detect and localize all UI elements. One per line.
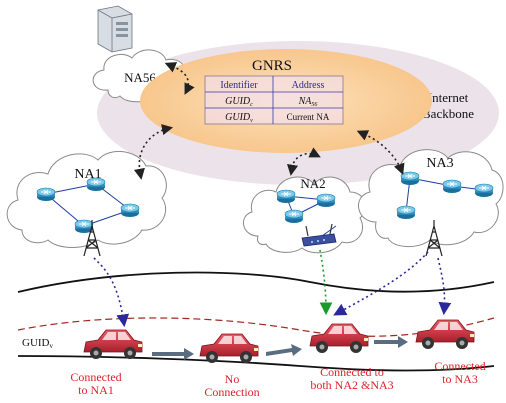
caption-2-line2: Connection — [204, 385, 259, 399]
router-icon — [396, 205, 416, 220]
table-row-1-identifier: GUIDc — [225, 96, 253, 108]
car-icon — [309, 323, 369, 354]
caption-2-line1: No — [225, 372, 240, 386]
router-icon — [276, 189, 296, 204]
na2-label: NA2 — [300, 176, 325, 191]
router-icon — [316, 193, 336, 208]
router-icon — [400, 171, 420, 186]
router-icon — [442, 179, 462, 194]
caption-4-line1: Connected — [434, 359, 485, 373]
vehicle-guid-label: GUIDv — [22, 337, 54, 350]
router-icon — [120, 203, 140, 218]
wireless-access-point-icon — [301, 223, 337, 247]
car-icon — [83, 329, 143, 360]
caption-3-line1: Connected to — [320, 365, 384, 379]
na3-label: NA3 — [426, 156, 453, 171]
na56-label: NA56 — [124, 70, 156, 85]
car-icon — [199, 333, 259, 364]
router-icon — [36, 187, 56, 202]
table-header-identifier: Identifier — [220, 80, 258, 91]
caption-1-line2: to NA1 — [78, 383, 114, 397]
arrow-right-icon — [152, 348, 194, 360]
router-icon — [284, 209, 304, 224]
table-row-2-address: Current NA — [287, 112, 330, 122]
gnrs-links — [133, 62, 405, 180]
backbone-label-line1: Internet — [428, 90, 469, 105]
road-bottom-edge — [17, 355, 495, 372]
na1-cloud — [6, 150, 167, 248]
table-row-1-address: NA56 — [298, 96, 318, 108]
road-top-edge — [17, 271, 495, 293]
cell-tower-icon — [83, 220, 101, 257]
router-icon — [86, 177, 106, 192]
table-header-address: Address — [292, 80, 325, 91]
car-icon — [415, 319, 475, 350]
na3-wireless-link-2 — [437, 257, 452, 316]
na1-wireless-link — [93, 257, 130, 328]
cell-tower-icon — [425, 220, 443, 257]
gnrs-table: Identifier Address GUIDc NA56 GUIDv Curr… — [204, 75, 344, 125]
gnrs-title: GNRS — [252, 58, 292, 74]
server-icon — [97, 5, 133, 53]
na3-wireless-link-1 — [333, 251, 429, 316]
na2-wireless-link — [319, 249, 333, 316]
caption-3-line2: both NA2 &NA3 — [310, 378, 393, 392]
arrow-right-icon — [266, 344, 302, 356]
caption-4-line2: to NA3 — [442, 372, 478, 386]
caption-1-line1: Connected — [70, 370, 121, 384]
router-icon — [474, 183, 494, 198]
backbone-label-line2: Backbone — [422, 106, 474, 121]
arrow-right-icon — [374, 336, 408, 348]
table-row-2-identifier: GUIDv — [225, 112, 253, 124]
